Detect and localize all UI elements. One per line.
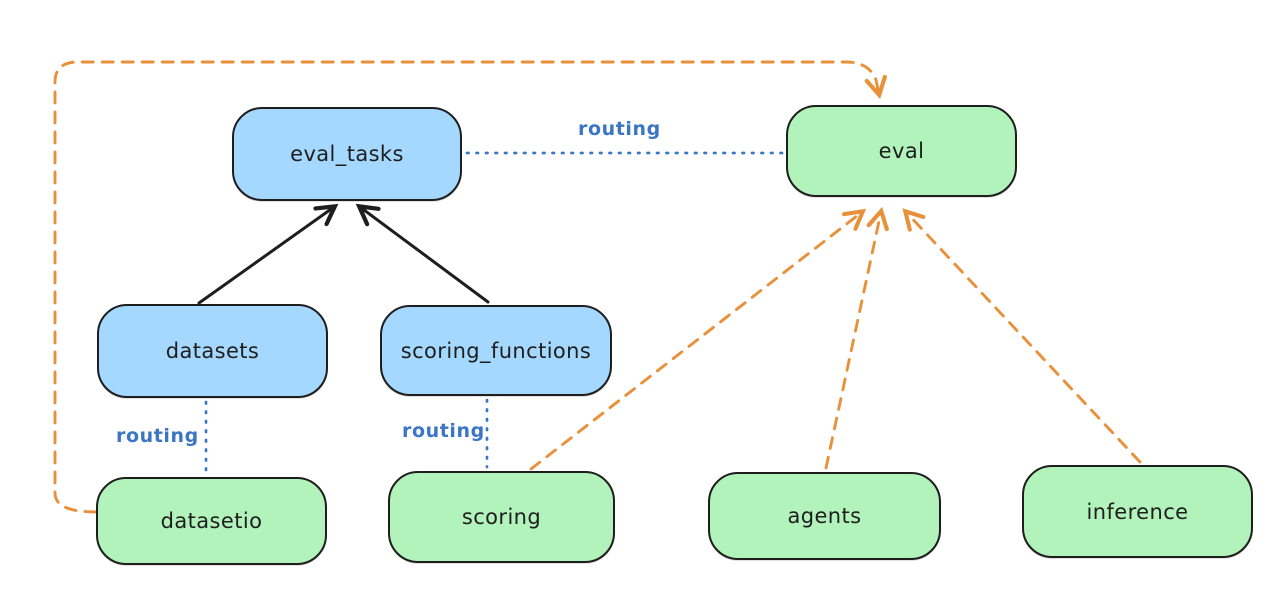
edge-datasetio-to-eval: [53, 60, 879, 514]
node-label: scoring: [461, 505, 542, 529]
node-datasets: datasets: [97, 304, 328, 398]
routing-label-datasets-datasetio: routing: [116, 425, 199, 447]
edge-datasets-to-eval-tasks: [197, 207, 334, 305]
edge-scoring-to-eval: [529, 212, 862, 471]
node-eval: eval: [786, 105, 1017, 197]
node-label: scoring_functions: [400, 338, 592, 363]
node-label: datasets: [165, 339, 260, 363]
node-label: datasetio: [160, 509, 263, 533]
node-label: agents: [787, 504, 862, 528]
node-eval-tasks: eval_tasks: [232, 107, 462, 201]
node-label: inference: [1086, 499, 1189, 524]
node-label: eval: [878, 139, 925, 163]
node-scoring: scoring: [388, 471, 615, 563]
node-label: eval_tasks: [290, 142, 404, 166]
node-datasetio: datasetio: [96, 477, 327, 565]
edge-scoring-functions-to-eval-tasks: [360, 207, 490, 304]
edge-inference-to-eval: [906, 212, 1142, 464]
edge-agents-to-eval: [824, 212, 881, 470]
node-agents: agents: [708, 472, 941, 560]
node-scoring-functions: scoring_functions: [380, 305, 612, 396]
routing-label-scoring-functions-scoring: routing: [402, 420, 485, 442]
routing-label-eval-tasks-eval: routing: [578, 118, 661, 140]
node-inference: inference: [1022, 465, 1253, 558]
